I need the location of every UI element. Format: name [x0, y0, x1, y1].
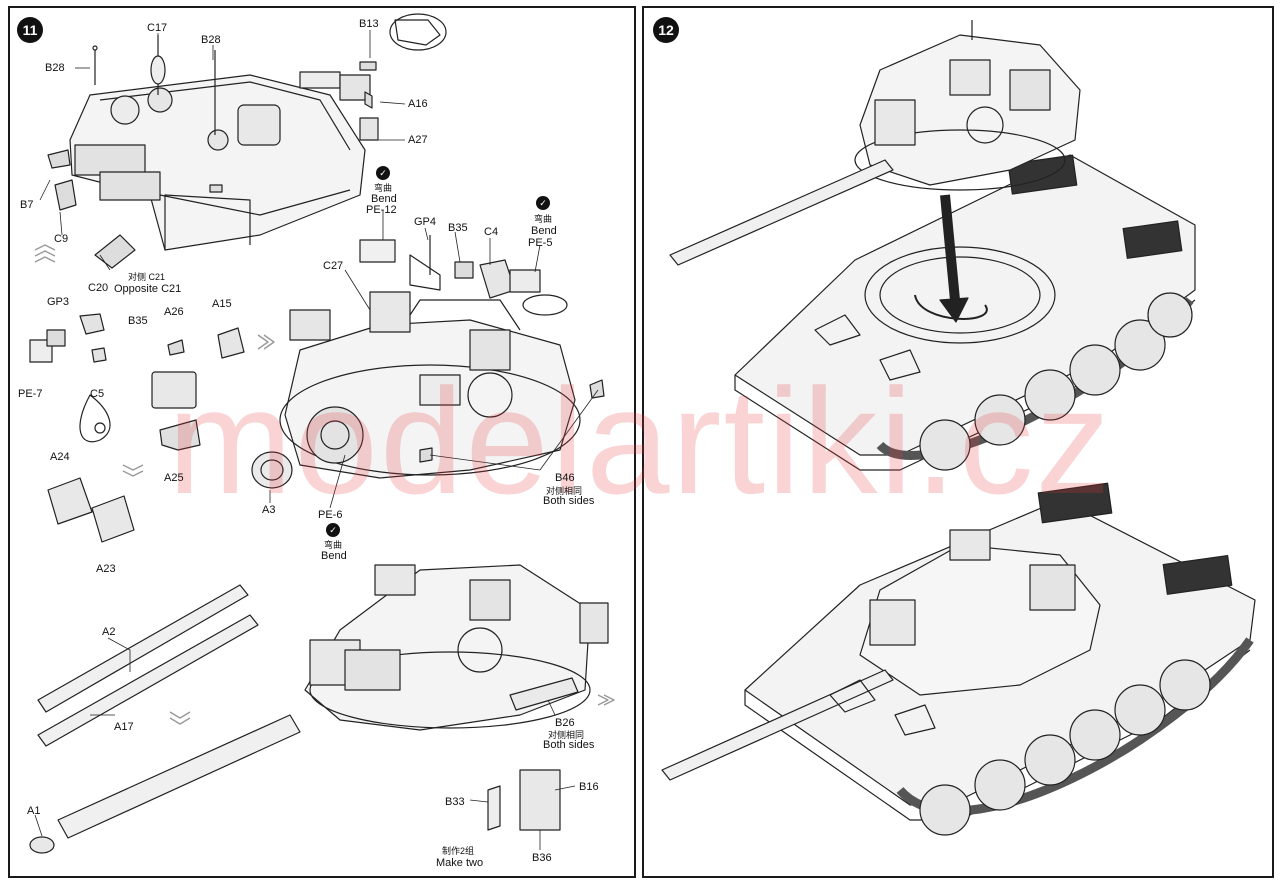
label-b35-mid: B35	[448, 222, 468, 234]
label-a2: A2	[102, 626, 116, 638]
label-b16: B16	[579, 781, 599, 793]
label-c5: C5	[90, 388, 105, 400]
label-pe7: PE-7	[18, 388, 43, 400]
label-both1-en: Both sides	[543, 495, 595, 507]
label-b46: B46	[555, 472, 575, 484]
label-bend3-cn: 弯曲	[324, 540, 343, 550]
label-b13: B13	[359, 18, 379, 30]
label-opposite-en: Opposite C21	[114, 283, 182, 295]
label-c20: C20	[88, 282, 109, 294]
direction-chevrons	[34, 244, 615, 725]
label-b26: B26	[555, 717, 575, 729]
label-pe12: PE-12	[366, 204, 397, 216]
label-a3: A3	[262, 504, 276, 516]
label-a17: A17	[114, 721, 134, 733]
turret-middle-exploded	[251, 235, 605, 489]
label-pe5: PE-5	[528, 237, 553, 249]
bend-icon-1: ✓	[376, 166, 390, 180]
label-c27: C27	[323, 260, 344, 272]
label-a27: A27	[408, 134, 428, 146]
label-a26: A26	[164, 306, 184, 318]
label-b35-left: B35	[128, 315, 148, 327]
label-b36: B36	[532, 852, 552, 864]
label-a23: A23	[96, 563, 116, 575]
small-parts-left	[29, 313, 245, 543]
label-opposite-cn: 对侧 C21	[128, 272, 166, 282]
label-a15: A15	[212, 298, 232, 310]
label-pe6: PE-6	[318, 509, 343, 521]
leader-lines-middle	[269, 210, 599, 509]
leader-lines-top	[39, 30, 406, 271]
label-bend3-en: Bend	[321, 550, 347, 562]
label-gp3: GP3	[47, 296, 70, 308]
turret-bottom-assembly	[304, 564, 609, 831]
label-bend1-en: Bend	[371, 193, 397, 205]
label-both2-en: Both sides	[543, 739, 595, 751]
label-c17: C17	[147, 22, 168, 34]
label-make-en: Make two	[436, 857, 484, 869]
label-make-cn: 制作2组	[442, 846, 475, 856]
label-bend2-cn: 弯曲	[534, 214, 553, 224]
label-a1: A1	[27, 805, 41, 817]
label-a25: A25	[164, 472, 184, 484]
tank-finished	[661, 482, 1256, 836]
label-b28-top: B28	[201, 34, 221, 46]
bend-icon-3: ✓	[326, 523, 340, 537]
label-gp4: GP4	[414, 216, 437, 228]
turret-top-view	[669, 20, 1081, 266]
assembly-arrow	[940, 194, 960, 301]
step-11-badge: 11	[17, 17, 43, 43]
leader-lines-bottom	[34, 637, 576, 850]
label-bend2-en: Bend	[531, 225, 557, 237]
label-a16: A16	[408, 98, 428, 110]
label-b7: B7	[20, 199, 34, 211]
label-bend1-cn: 弯曲	[374, 183, 393, 193]
assembly-arrow-head	[939, 297, 969, 323]
label-a24: A24	[50, 451, 70, 463]
step-12-badge: 12	[653, 17, 679, 43]
turret-top-exploded	[47, 13, 447, 269]
barrel-parts	[29, 584, 301, 854]
label-b33: B33	[445, 796, 465, 808]
label-both1-cn: 对侧相同	[546, 486, 583, 496]
label-c4: C4	[484, 226, 499, 238]
label-b28-left: B28	[45, 62, 65, 74]
rotate-arrow	[914, 294, 988, 320]
label-c9: C9	[54, 233, 69, 245]
label-both2-cn: 对侧相同	[548, 730, 585, 740]
bend-icon-2: ✓	[536, 196, 550, 210]
